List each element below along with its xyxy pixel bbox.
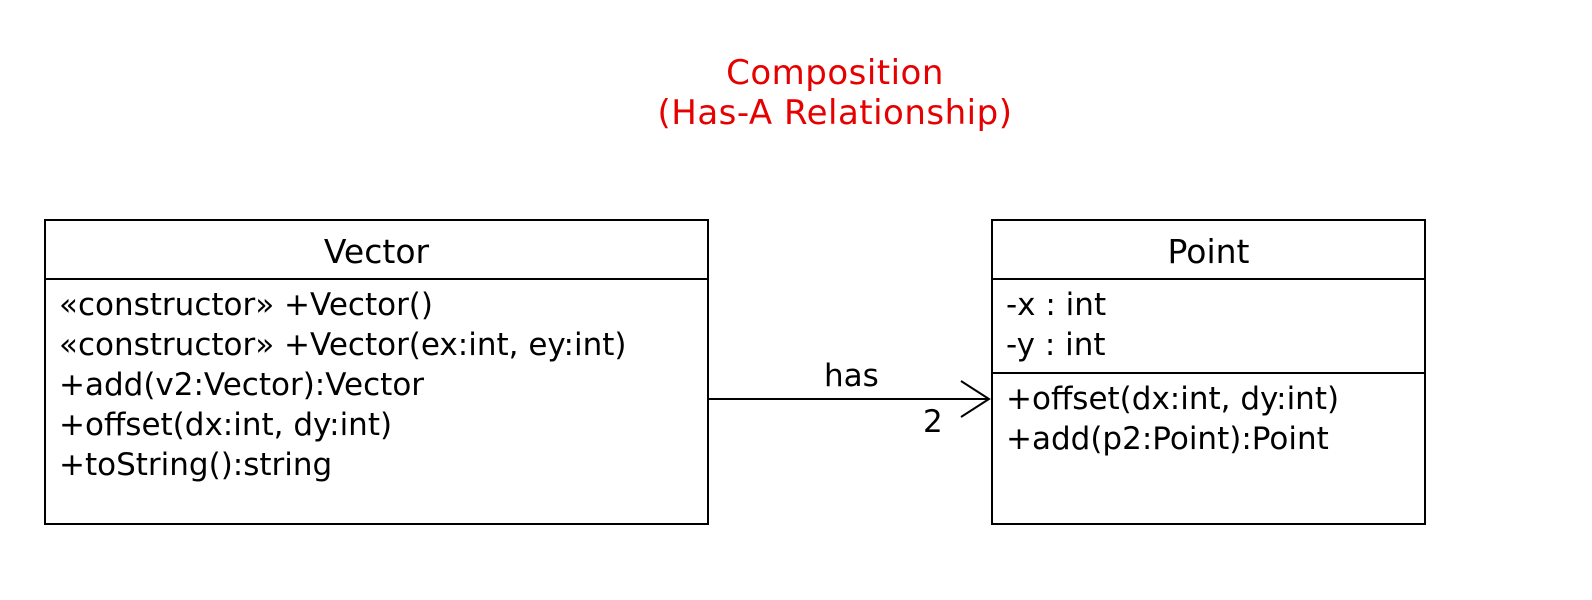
point-attribute: -y : int [1006,327,1106,363]
association-label: has [824,358,879,394]
point-class-box[interactable]: Point -x : int -y : int +offset(dx:int, … [991,219,1426,525]
open-arrow-icon [960,380,991,418]
vector-operations: «constructor» +Vector() «constructor» +V… [46,280,707,485]
vector-operation: «constructor» +Vector(ex:int, ey:int) [59,327,627,363]
vector-operation: +add(v2:Vector):Vector [59,367,425,403]
vector-operation: «constructor» +Vector() [59,287,433,323]
vector-operation: +toString():string [59,447,333,483]
vector-class-name: Vector [46,221,707,280]
point-operation: +offset(dx:int, dy:int) [1006,381,1340,417]
vector-class-box[interactable]: Vector «constructor» +Vector() «construc… [44,219,709,525]
point-attributes: -x : int -y : int [993,280,1424,374]
diagram-title: Composition [726,53,944,93]
point-operation: +add(p2:Point):Point [1006,421,1329,457]
point-class-name: Point [993,221,1424,280]
vector-operation: +offset(dx:int, dy:int) [59,407,393,443]
association-multiplicity: 2 [923,404,943,440]
point-attribute: -x : int [1006,287,1107,323]
diagram-subtitle: (Has-A Relationship) [657,93,1013,133]
point-operations: +offset(dx:int, dy:int) +add(p2:Point):P… [993,374,1424,459]
